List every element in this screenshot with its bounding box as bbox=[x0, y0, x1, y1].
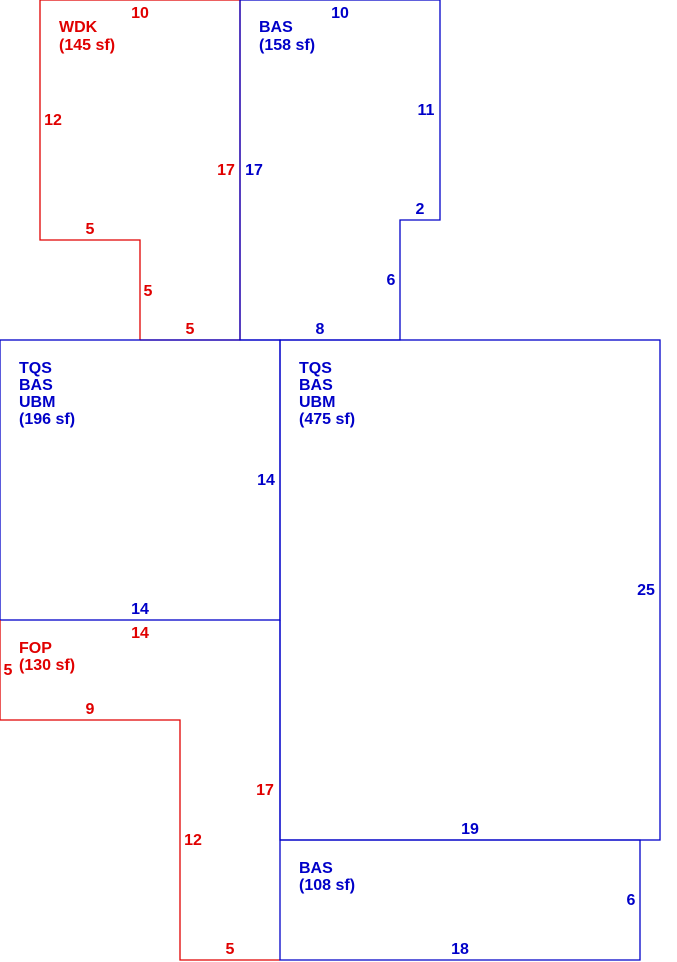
area-tqs-right: 25 19 TQS BAS UBM (475 sf) bbox=[279, 339, 661, 841]
area-label-line: BAS bbox=[299, 377, 333, 394]
bas-bottom-outline bbox=[279, 620, 641, 961]
area-label-line: TQS bbox=[19, 360, 52, 377]
dim-label: 14 bbox=[131, 625, 149, 642]
dim-label: 2 bbox=[416, 201, 425, 218]
area-label-line: UBM bbox=[19, 394, 55, 411]
area-label-line: BAS bbox=[19, 377, 53, 394]
area-label-line: (475 sf) bbox=[299, 411, 355, 428]
dim-label: 12 bbox=[184, 832, 202, 849]
area-label-fop: FOP (130 sf) bbox=[19, 640, 75, 674]
area-label-line: (158 sf) bbox=[259, 37, 315, 54]
dim-label: 17 bbox=[245, 162, 263, 179]
area-label-line: (108 sf) bbox=[299, 877, 355, 894]
dim-label: 5 bbox=[186, 321, 195, 338]
dim-label: 19 bbox=[461, 821, 479, 838]
dim-label: 6 bbox=[387, 272, 396, 289]
dim-label: 5 bbox=[86, 221, 95, 238]
dim-label: 6 bbox=[627, 892, 636, 909]
dim-label: 9 bbox=[86, 701, 95, 718]
dim-label: 18 bbox=[451, 941, 469, 958]
area-label-wdk: WDK (145 sf) bbox=[59, 19, 115, 54]
area-label-line: (145 sf) bbox=[59, 37, 115, 54]
dim-label: 12 bbox=[44, 112, 62, 129]
dim-label: 8 bbox=[316, 321, 325, 338]
area-label-line: WDK bbox=[59, 19, 98, 36]
area-label-line: TQS bbox=[299, 360, 332, 377]
dim-label: 10 bbox=[331, 5, 349, 22]
area-label-line: BAS bbox=[299, 860, 333, 877]
area-label-line: FOP bbox=[19, 640, 52, 657]
area-wdk: 10 12 17 5 5 5 WDK (145 sf) bbox=[39, 0, 241, 341]
dim-label: 10 bbox=[131, 5, 149, 22]
dim-label: 5 bbox=[4, 662, 13, 679]
area-label-tqs-left: TQS BAS UBM (196 sf) bbox=[19, 360, 75, 428]
area-label-line: BAS bbox=[259, 19, 293, 36]
area-label-line: UBM bbox=[299, 394, 335, 411]
area-label-line: (130 sf) bbox=[19, 657, 75, 674]
dim-label: 14 bbox=[257, 472, 275, 489]
dim-label: 17 bbox=[256, 782, 274, 799]
area-label-bas-top: BAS (158 sf) bbox=[259, 19, 315, 54]
area-bas-bottom: 6 18 BAS (108 sf) bbox=[279, 620, 641, 961]
dim-label: 5 bbox=[226, 941, 235, 958]
area-tqs-left: 14 14 TQS BAS UBM (196 sf) bbox=[0, 339, 281, 621]
dim-label: 25 bbox=[637, 582, 655, 599]
area-bas-top: 10 17 11 2 6 8 BAS (158 sf) bbox=[239, 0, 441, 341]
area-label-bas-bottom: BAS (108 sf) bbox=[299, 860, 355, 894]
dim-label: 14 bbox=[131, 601, 149, 618]
area-label-tqs-right: TQS BAS UBM (475 sf) bbox=[299, 360, 355, 428]
area-fop: 14 5 9 17 12 5 FOP (130 sf) bbox=[0, 620, 280, 961]
area-label-line: (196 sf) bbox=[19, 411, 75, 428]
fop-outline bbox=[0, 620, 280, 961]
dim-label: 5 bbox=[144, 283, 153, 300]
dim-label: 17 bbox=[217, 162, 235, 179]
dim-label: 11 bbox=[418, 102, 435, 119]
